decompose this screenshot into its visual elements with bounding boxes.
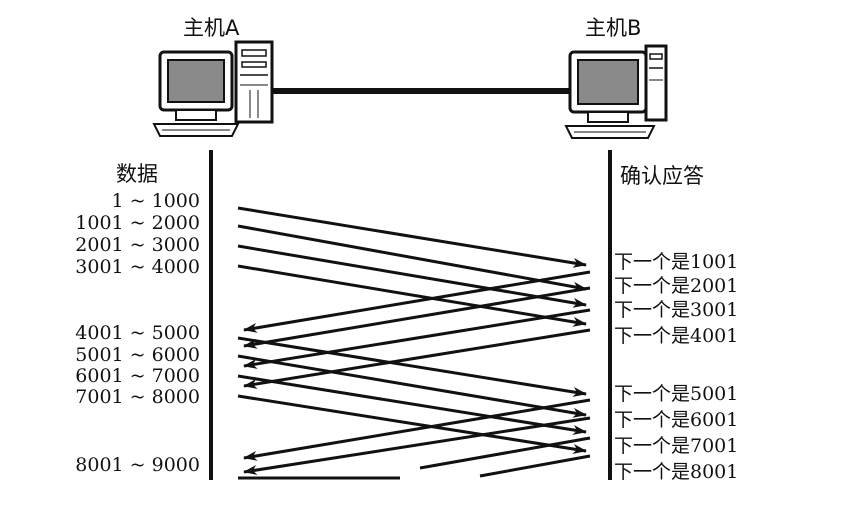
host-a-computer-icon: [154, 42, 272, 136]
host-a-label: 主机A: [183, 12, 239, 42]
ack-label: 下一个是6001: [614, 408, 738, 432]
host-b-label: 主机B: [585, 12, 641, 42]
ack-label: 下一个是8001: [614, 460, 738, 484]
segment-label: 1001 ~ 2000: [75, 212, 200, 234]
ack-label: 下一个是3001: [614, 298, 738, 322]
ack-label: 下一个是1001: [614, 250, 738, 274]
ack-column-title: 确认应答: [620, 160, 704, 190]
ack-label: 下一个是7001: [614, 434, 738, 458]
ack-arrow-partial: [480, 456, 590, 476]
data-column-title: 数据: [116, 158, 158, 188]
ack-label: 下一个是4001: [614, 324, 738, 348]
segment-label: 6001 ~ 7000: [75, 365, 200, 387]
segment-label: 4001 ~ 5000: [75, 322, 200, 344]
host-b-computer-icon: [566, 46, 666, 138]
ack-label: 下一个是2001: [614, 274, 738, 298]
segment-label: 5001 ~ 6000: [75, 344, 200, 366]
segment-label: 3001 ~ 4000: [75, 256, 200, 278]
ack-arrow: [244, 400, 590, 458]
segment-label: 8001 ~ 9000: [75, 454, 200, 476]
segment-label: 1 ~ 1000: [112, 190, 200, 212]
ack-label: 下一个是5001: [614, 382, 738, 406]
ack-arrow: [244, 272, 590, 330]
segment-label: 7001 ~ 8000: [75, 386, 200, 408]
ack-arrow-partial: [420, 438, 590, 468]
ack-arrow: [244, 418, 590, 472]
segment-label: 2001 ~ 3000: [75, 234, 200, 256]
